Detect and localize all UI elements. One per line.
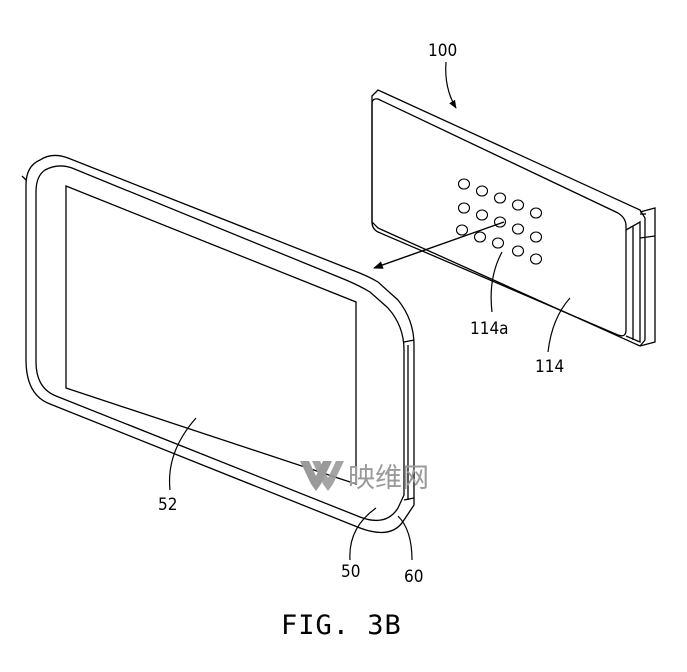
projection-arrow bbox=[373, 221, 505, 269]
label-100: 100 bbox=[428, 41, 457, 61]
label-114a: 114a bbox=[470, 319, 509, 339]
figure-caption: FIG. 3B bbox=[281, 610, 402, 641]
label-114: 114 bbox=[535, 357, 564, 377]
watermark: 映维网 bbox=[300, 461, 429, 494]
watermark-text: 映维网 bbox=[348, 463, 429, 494]
dot-array bbox=[455, 178, 543, 265]
panel-module bbox=[371, 89, 656, 347]
phone-device bbox=[21, 154, 415, 534]
label-60: 60 bbox=[404, 567, 423, 587]
label-50: 50 bbox=[341, 562, 360, 582]
watermark-logo-icon bbox=[300, 461, 344, 491]
leader-lines bbox=[168, 61, 571, 561]
label-52: 52 bbox=[158, 495, 177, 515]
